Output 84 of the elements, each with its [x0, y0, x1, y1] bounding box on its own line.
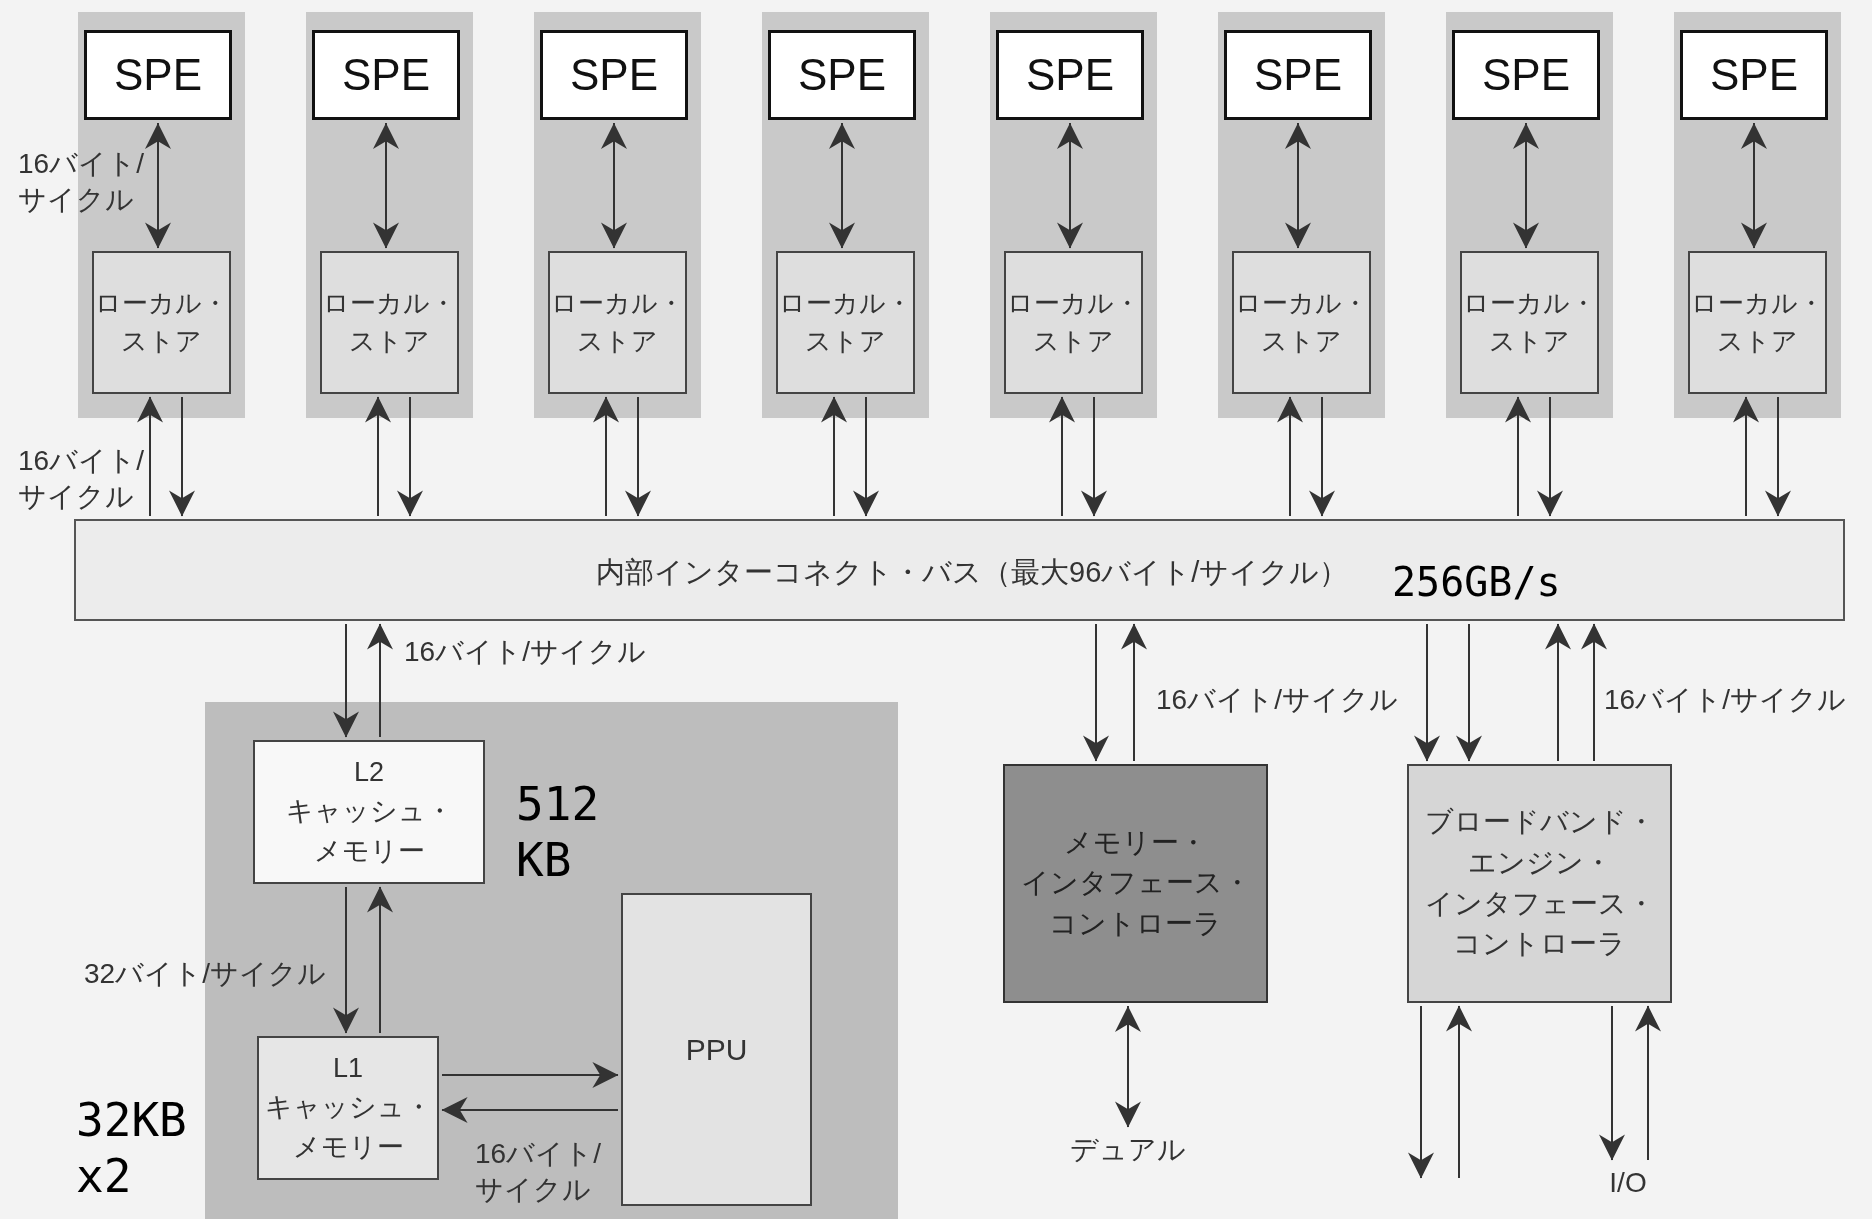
arrow	[169, 396, 195, 517]
processor-column	[1446, 12, 1613, 418]
bus-label: 内部インターコネクト・バス（最大96バイト/サイクル）	[596, 555, 1349, 590]
arrow	[821, 396, 847, 517]
bandwidth-label: 16バイト/サイクル	[404, 635, 646, 669]
arrow	[365, 396, 391, 517]
arrow	[1456, 623, 1482, 762]
local-store-box: ローカル・ストア	[548, 251, 687, 394]
arrow	[333, 623, 359, 738]
arrow	[1733, 396, 1759, 517]
bus-bar	[74, 519, 1845, 621]
arrow	[1599, 1005, 1625, 1161]
processor-column	[306, 12, 473, 418]
bandwidth-label: 16バイト/サイクル	[18, 444, 144, 514]
arrow	[829, 122, 855, 249]
bandwidth-label: 16バイト/サイクル	[1156, 683, 1398, 717]
local-store-box: ローカル・ストア	[320, 251, 459, 394]
port-label: I/O	[1603, 1163, 1653, 1203]
port-label: デュアル	[1066, 1130, 1190, 1170]
arrow	[601, 122, 627, 249]
local-store-box: ローカル・ストア	[1460, 251, 1599, 394]
spe-box: SPE	[768, 30, 916, 120]
arrow	[1121, 623, 1147, 762]
ppu-box: PPU	[621, 893, 812, 1206]
bandwidth-label: 32バイト/サイクル	[84, 957, 326, 991]
arrow	[1309, 396, 1335, 517]
arrow	[1049, 396, 1075, 517]
arrow	[1057, 122, 1083, 249]
spe-box: SPE	[996, 30, 1144, 120]
spe-box: SPE	[312, 30, 460, 120]
processor-column	[1674, 12, 1841, 418]
arrow	[1545, 623, 1571, 762]
bandwidth-label: 16バイト/サイクル	[18, 147, 144, 217]
size-label: 512 KB	[516, 776, 600, 888]
processor-column	[534, 12, 701, 418]
processor-column	[990, 12, 1157, 418]
size-label: 32KB x2	[76, 1092, 187, 1204]
arrow	[625, 396, 651, 517]
arrow	[1083, 623, 1109, 762]
local-store-box: ローカル・ストア	[92, 251, 231, 394]
arrow	[1741, 122, 1767, 249]
controller-box: メモリー・インタフェース・コントローラ	[1003, 764, 1268, 1003]
arrow	[1505, 396, 1531, 517]
arrow	[1581, 623, 1607, 762]
local-store-box: ローカル・ストア	[1688, 251, 1827, 394]
arrow	[373, 122, 399, 249]
arrow	[1537, 396, 1563, 517]
arrow	[1285, 122, 1311, 249]
arrow	[1115, 1005, 1141, 1128]
arrow	[1408, 1005, 1434, 1179]
arrow	[367, 623, 393, 738]
arrow	[333, 886, 359, 1034]
bandwidth-label: 16バイト/サイクル	[475, 1137, 601, 1207]
arrow	[397, 396, 423, 517]
spe-box: SPE	[84, 30, 232, 120]
controller-box: ブロードバンド・エンジン・インタフェース・コントローラ	[1407, 764, 1672, 1003]
arrow	[853, 396, 879, 517]
arrow	[1446, 1005, 1472, 1179]
local-store-box: ローカル・ストア	[1004, 251, 1143, 394]
spe-box: SPE	[1452, 30, 1600, 120]
bandwidth-label: 16バイト/サイクル	[1604, 683, 1846, 717]
spe-box: SPE	[1224, 30, 1372, 120]
arrow	[1635, 1005, 1661, 1161]
bandwidth-label: 256GB/s	[1392, 559, 1561, 605]
arrow	[593, 396, 619, 517]
arrow	[441, 1062, 619, 1088]
processor-column	[78, 12, 245, 418]
arrow	[441, 1097, 619, 1123]
arrow	[1081, 396, 1107, 517]
spe-box: SPE	[1680, 30, 1828, 120]
cache-box: L2 キャッシュ・メモリー	[253, 740, 485, 884]
arrow	[1277, 396, 1303, 517]
local-store-box: ローカル・ストア	[776, 251, 915, 394]
arrow	[145, 122, 171, 249]
arrow	[1414, 623, 1440, 762]
cache-box: L1 キャッシュ・メモリー	[257, 1036, 439, 1180]
arrow	[1765, 396, 1791, 517]
local-store-box: ローカル・ストア	[1232, 251, 1371, 394]
arrow	[1513, 122, 1539, 249]
arrow	[367, 886, 393, 1034]
processor-column	[762, 12, 929, 418]
spe-box: SPE	[540, 30, 688, 120]
processor-column	[1218, 12, 1385, 418]
arrow	[137, 396, 163, 517]
